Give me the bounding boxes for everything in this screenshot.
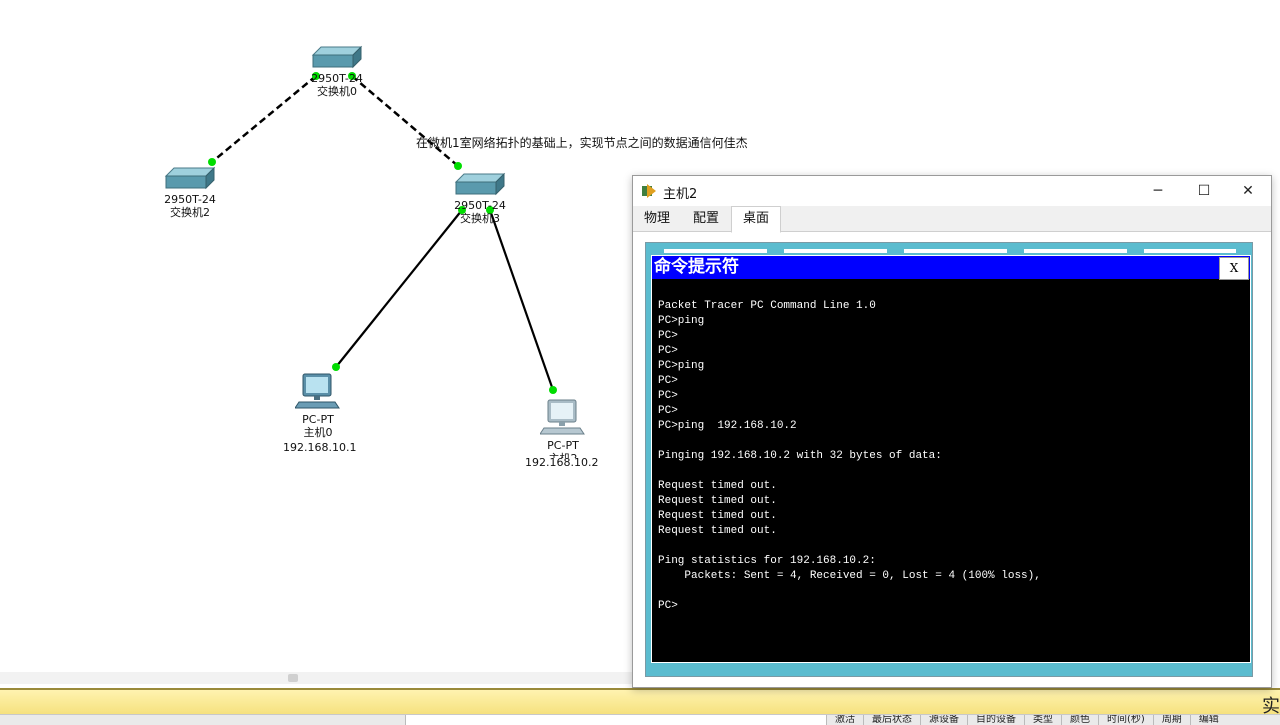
command-prompt-close-button[interactable]: X [1219, 257, 1249, 280]
command-prompt[interactable]: 命令提示符 X Packet Tracer PC Command Line 1.… [651, 255, 1251, 663]
desktop-app-strip [784, 249, 887, 253]
device-model: PC-PT [547, 439, 579, 452]
minimize-button[interactable]: ─ [1153, 183, 1163, 199]
port-light [486, 206, 494, 214]
switch-icon [164, 166, 216, 190]
tab-desktop[interactable]: 桌面 [731, 206, 782, 233]
window-tabs: 物理 配置 桌面 [633, 206, 1271, 233]
link-switch0-switch2[interactable] [211, 75, 317, 163]
column-header[interactable]: 周期 [1152, 715, 1190, 725]
column-header[interactable]: 激活 [826, 715, 863, 725]
window-titlebar[interactable]: 主机2 ─ ☐ ✕ [633, 176, 1271, 206]
desktop-app-strip [1144, 249, 1236, 253]
column-header[interactable]: 编辑 [1189, 715, 1227, 725]
workspace-horizontal-scrollbar[interactable] [0, 672, 640, 684]
device-switch3[interactable]: 2950T-24 交换机3 [448, 172, 512, 225]
port-light [549, 386, 557, 394]
maximize-button[interactable]: ☐ [1197, 183, 1211, 199]
desktop-content: 命令提示符 X Packet Tracer PC Command Line 1.… [645, 242, 1253, 677]
device-name: 主机2 [536, 452, 590, 458]
link-switch3-pc0[interactable] [335, 209, 463, 368]
terminal-line: Request timed out. [658, 525, 777, 537]
link-switch0-switch3[interactable] [351, 75, 459, 167]
desktop-app-strip [904, 249, 1007, 253]
port-light [332, 363, 340, 371]
device-name: 交换机0 [317, 85, 357, 98]
terminal-line: Ping statistics for 192.168.10.2: [658, 555, 876, 567]
device-pc0[interactable]: PC-PT 主机0 [291, 372, 345, 439]
tab-physical[interactable]: 物理 [644, 211, 671, 226]
column-header[interactable]: 颜色 [1061, 715, 1098, 725]
bottom-panel: 激活 最后状态 源设备 目的设备 类型 颜色 时间(秒) 周期 编辑 [0, 714, 1280, 725]
terminal-line [658, 584, 1041, 599]
device-model: 2950T-24 [454, 199, 506, 212]
close-button[interactable]: ✕ [1242, 183, 1254, 199]
device-name: 主机0 [303, 426, 333, 439]
column-header[interactable]: 目的设备 [967, 715, 1024, 725]
terminal-line: PC> [658, 390, 678, 402]
window-title: 主机2 [663, 187, 698, 202]
port-light [454, 162, 462, 170]
scrollbar-thumb[interactable] [288, 674, 298, 682]
port-light [458, 206, 466, 214]
link-switch3-pc2[interactable] [488, 209, 555, 391]
switch-icon [454, 172, 506, 196]
scenario-panel [405, 715, 826, 725]
ip-label-pc2: 192.168.10.2 [525, 456, 599, 469]
terminal-line: Pinging 192.168.10.2 with 32 bytes of da… [658, 450, 942, 462]
device-model: 2950T-24 [311, 72, 363, 85]
device-model: PC-PT [302, 413, 334, 426]
terminal-line: PC>ping 192.168.10.2 [658, 420, 797, 432]
tab-config[interactable]: 配置 [693, 211, 720, 226]
device-switch2[interactable]: 2950T-24 交换机2 [158, 166, 222, 219]
port-light [312, 72, 320, 80]
terminal-line: PC>ping [658, 315, 705, 327]
terminal-line [658, 539, 1041, 554]
host-window[interactable]: 主机2 ─ ☐ ✕ 物理 配置 桌面 命令提示符 X Packet Tracer… [632, 175, 1272, 688]
device-pc2[interactable]: PC-PT 主机2 [536, 398, 590, 458]
device-name: 交换机3 [460, 212, 500, 225]
terminal-line: PC> [658, 375, 678, 387]
column-header[interactable]: 最后状态 [863, 715, 920, 725]
packet-tracer-app-icon [642, 184, 656, 198]
device-name: 交换机2 [170, 206, 210, 219]
column-header[interactable]: 类型 [1024, 715, 1061, 725]
port-light [208, 158, 216, 166]
column-header[interactable]: 时间(秒) [1098, 715, 1153, 725]
terminal-line: Packets: Sent = 4, Received = 0, Lost = … [658, 570, 1041, 582]
realtime-status-strip: 实 [0, 688, 1280, 717]
pc-icon [539, 399, 585, 435]
terminal-line: PC> [658, 330, 678, 342]
desktop-app-strip [1024, 249, 1127, 253]
switch-icon [311, 45, 363, 69]
topology-links [208, 72, 557, 394]
column-header[interactable]: 源设备 [920, 715, 967, 725]
terminal-line [658, 464, 1041, 479]
pdu-list-header: 激活 最后状态 源设备 目的设备 类型 颜色 时间(秒) 周期 编辑 [826, 715, 1227, 725]
terminal-line: PC> [658, 405, 678, 417]
terminal-line: PC> [658, 345, 678, 357]
terminal-line: Request timed out. [658, 510, 777, 522]
pc-icon [294, 373, 340, 409]
terminal-line: PC> [658, 600, 678, 612]
desktop-app-strip [664, 249, 767, 253]
device-model: 2950T-24 [164, 193, 216, 206]
terminal-line: PC>ping [658, 360, 705, 372]
command-prompt-title: 命令提示符 [654, 257, 739, 277]
command-prompt-titlebar: 命令提示符 X [652, 256, 1250, 280]
terminal-line: Packet Tracer PC Command Line 1.0 [658, 300, 876, 312]
port-light [348, 72, 356, 80]
topology-note[interactable]: 在微机1室网络拓扑的基础上，实现节点之间的数据通信何佳杰 [416, 136, 748, 150]
terminal-line: Request timed out. [658, 480, 777, 492]
ip-label-pc0: 192.168.10.1 [283, 441, 357, 454]
device-switch0[interactable]: 2950T-24 交换机0 [305, 45, 369, 98]
terminal-line: Request timed out. [658, 495, 777, 507]
status-strip-label: 实 [1262, 696, 1280, 717]
terminal-line [658, 434, 1041, 449]
